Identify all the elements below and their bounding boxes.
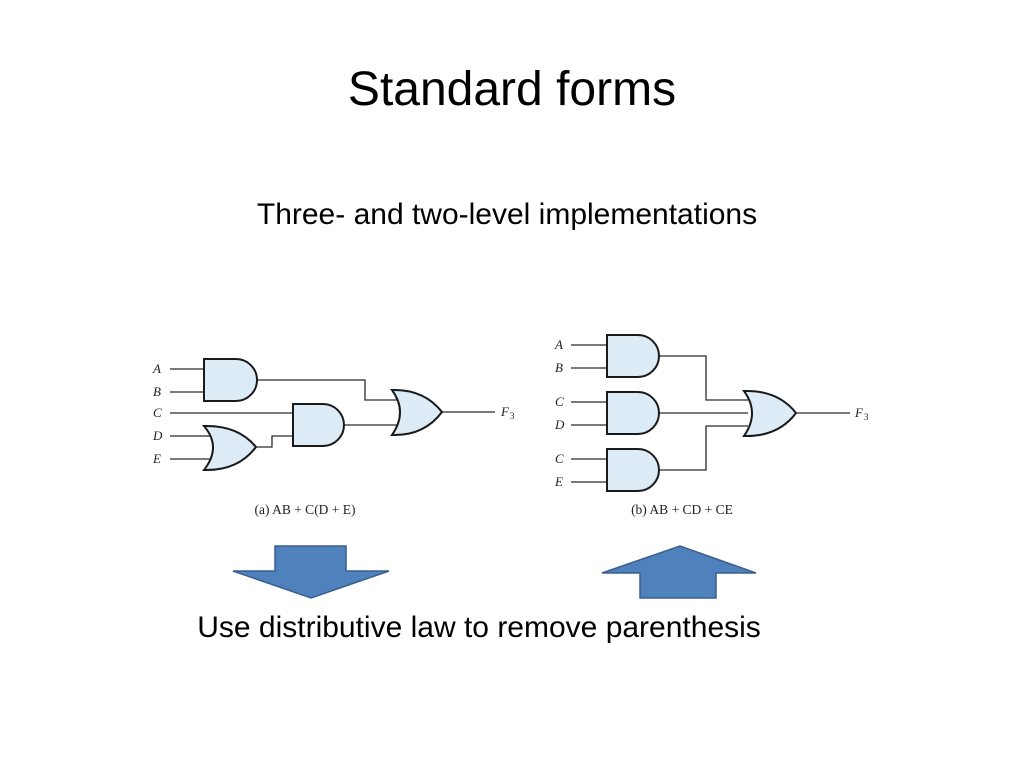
and-gate-ab — [606, 334, 660, 378]
diagram-b-caption: (b) AB + CD + CE — [631, 502, 733, 517]
and-gate-cd — [606, 391, 660, 435]
diagram-b: A B C D C E F 3 (b) AB + CD + CE — [554, 334, 869, 517]
down-arrow-icon — [232, 545, 390, 599]
and-gate-c-de — [292, 403, 345, 447]
input-label: D — [554, 417, 565, 432]
and-gate-ce — [606, 448, 660, 492]
output-subscript: 3 — [510, 411, 515, 421]
input-label: A — [554, 337, 563, 352]
slide-title: Standard forms — [347, 63, 677, 116]
input-label: E — [152, 451, 161, 466]
output-subscript: 3 — [864, 412, 869, 422]
up-arrow-icon — [601, 545, 757, 599]
output-label: F — [500, 404, 510, 419]
diagram-a-caption: (a) AB + C(D + E) — [254, 502, 355, 517]
input-label: B — [555, 360, 563, 375]
and-gate-ab — [203, 358, 258, 402]
input-label: E — [554, 474, 563, 489]
input-label: C — [153, 405, 162, 420]
input-label: D — [152, 428, 163, 443]
output-label: F — [854, 405, 864, 420]
input-label: B — [153, 384, 161, 399]
input-label: C — [555, 394, 564, 409]
bottom-caption: Use distributive law to remove parenthes… — [197, 611, 761, 644]
diagram-a: A B C D E F 3 (a) AB + C(D + E) — [152, 358, 515, 517]
or-gate-output-a — [390, 388, 444, 437]
or-gate-de — [201, 424, 258, 472]
input-label: C — [555, 451, 564, 466]
or-gate-output-b — [742, 389, 798, 438]
input-label: A — [152, 361, 161, 376]
slide-subtitle: Three- and two-level implementations — [256, 198, 758, 231]
